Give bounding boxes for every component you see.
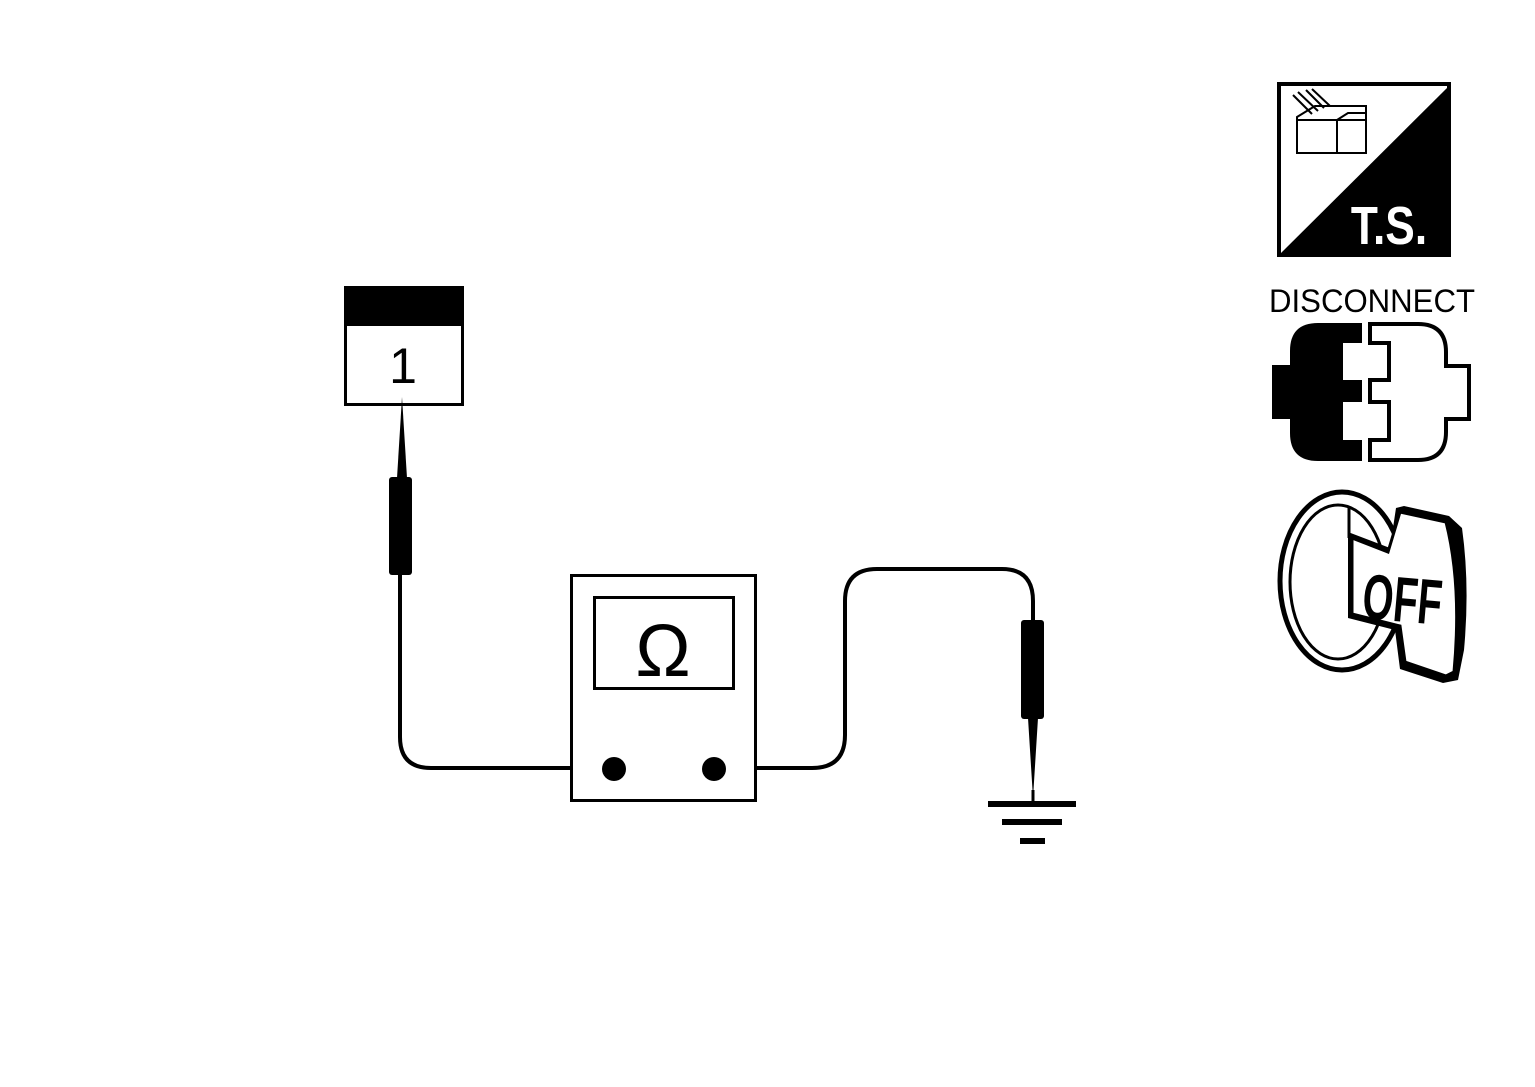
connector-block-icon bbox=[1296, 105, 1367, 154]
test-probe-left bbox=[389, 397, 412, 575]
terminal-number: 1 bbox=[389, 338, 417, 394]
disconnect-label: DISCONNECT bbox=[1269, 283, 1475, 319]
ohm-symbol: Ω bbox=[635, 609, 690, 692]
harness-connector-icon: T.S. bbox=[1277, 82, 1451, 257]
key-off-label: OFF bbox=[1360, 562, 1445, 640]
ohmmeter: Ω bbox=[570, 574, 757, 802]
ohmmeter-terminal-left bbox=[602, 757, 626, 781]
connector-female-half bbox=[1368, 322, 1471, 462]
connector-male-half bbox=[1272, 323, 1362, 461]
ignition-off-icon: OFF bbox=[1277, 489, 1467, 683]
test-lead-right bbox=[714, 567, 1035, 770]
test-lead-left bbox=[398, 574, 614, 770]
ohmmeter-terminal-right bbox=[702, 757, 726, 781]
ground-icon bbox=[988, 790, 1076, 844]
ts-label: T.S. bbox=[1351, 196, 1427, 256]
key-head bbox=[1350, 510, 1459, 678]
test-probe-right bbox=[1021, 620, 1044, 798]
ohmmeter-display bbox=[593, 596, 735, 690]
connector-wires-icon bbox=[1292, 88, 1331, 115]
disconnect-connector-icon: DISCONNECT bbox=[1269, 283, 1475, 462]
harness-connector: 1 bbox=[344, 286, 464, 406]
